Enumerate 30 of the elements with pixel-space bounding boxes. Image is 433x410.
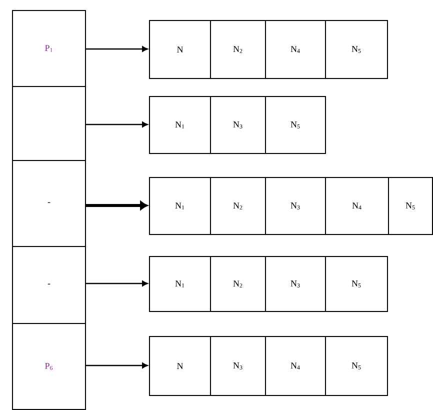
list-cell: N$_{1}$ [149, 256, 211, 312]
pointer-cell: - [12, 246, 86, 324]
list-cell: N$_{2}$ [210, 177, 266, 235]
list-cell: N$_{3}$ [265, 256, 326, 312]
pointer-cell: P$_{1}$ [12, 10, 86, 87]
pointer-cell: - [12, 160, 86, 247]
arrow [86, 46, 148, 52]
pointer-cell: P$_{6}$ [12, 323, 86, 410]
list-cell: N$_{5}$ [325, 256, 388, 312]
arrow [86, 362, 148, 368]
list-cell: N [149, 20, 211, 79]
arrow [86, 201, 148, 210]
list-cell: N$_{4}$ [265, 336, 326, 396]
list-cell: N$_{2}$ [210, 20, 266, 79]
list-cell: N$_{5}$ [388, 177, 433, 235]
list-cell: N [149, 336, 211, 396]
arrow [86, 122, 148, 128]
list-cell: N$_{3}$ [265, 177, 326, 235]
list-cell: N$_{5}$ [265, 96, 326, 154]
list-cell: N$_{5}$ [325, 20, 388, 79]
list-cell: N$_{1}$ [149, 177, 211, 235]
list-cell: N$_{1}$ [149, 96, 211, 154]
pointer-cell [12, 86, 86, 161]
list-cell: N$_{4}$ [325, 177, 389, 235]
list-cell: N$_{3}$ [210, 96, 266, 154]
list-cell: N$_{5}$ [325, 336, 388, 396]
list-cell: N$_{4}$ [265, 20, 326, 79]
arrow [86, 280, 148, 286]
list-cell: N$_{2}$ [210, 256, 266, 312]
list-cell: N$_{3}$ [210, 336, 266, 396]
